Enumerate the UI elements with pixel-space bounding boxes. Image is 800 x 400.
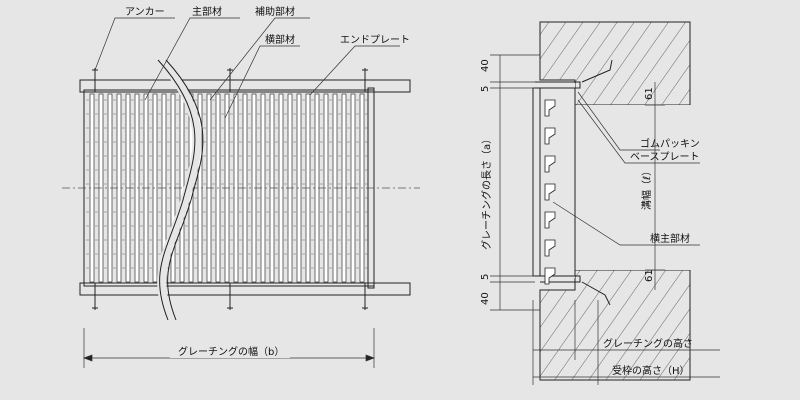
main-bar-label: 主部材 — [192, 5, 222, 18]
aux-bar-label: 補助部材 — [255, 5, 295, 18]
grating-height-label: グレーチングの高さ — [603, 337, 693, 350]
top-frame-rail — [79, 79, 411, 93]
cross-bar-label: 横部材 — [265, 33, 295, 46]
anchor-label: アンカー — [125, 6, 165, 18]
break-line — [156, 56, 202, 322]
dim-bottom-61: 61 — [644, 269, 655, 282]
cross-main-bar-label: 横主部材 — [650, 232, 690, 245]
gutter-dimension — [645, 82, 665, 290]
cross-bars — [86, 99, 372, 269]
base-plate-label: ベースプレート — [630, 151, 700, 163]
end-plate-label: エンドプレート — [340, 34, 410, 46]
cross-main-bar-tooth — [544, 127, 556, 145]
grating-plan-view: アンカー 主部材 補助部材 横部材 エンドプレート グレーチングの幅（b） — [62, 5, 420, 368]
cross-main-bar-tooth — [544, 99, 556, 117]
cross-main-bar-tooth — [544, 239, 556, 257]
length-label: グレーチングの長さ（a） — [480, 134, 493, 250]
gutter-width-label: 溝幅（ℓ） — [640, 166, 653, 210]
dim-top-61: 61 — [644, 87, 655, 100]
dim-bottom-40: 40 — [480, 292, 491, 305]
bottom-frame-rail — [79, 282, 411, 296]
length-dimension — [490, 54, 540, 311]
dim-bottom-5: 5 — [480, 274, 491, 280]
leader-lines — [94, 17, 400, 119]
cross-main-bar-tooth — [544, 183, 556, 201]
cross-main-bar-tooth — [544, 211, 556, 229]
cross-main-bar-teeth — [544, 99, 556, 285]
anchor-bolts — [92, 68, 368, 310]
rubber-packing-label: ゴムパッキン — [640, 137, 700, 150]
width-label: グレーチングの幅（b） — [178, 345, 284, 358]
frame-height-label: 受枠の高さ（H） — [612, 364, 690, 377]
dim-top-5: 5 — [480, 86, 491, 92]
concrete-bottom — [539, 269, 691, 381]
grating-section-view: ゴムパッキン ベースプレート 横主部材 40 5 グレーチングの長さ（a） 5 … — [480, 21, 720, 385]
cross-main-bar-tooth — [544, 155, 556, 173]
cross-main-bar-tooth — [544, 267, 556, 285]
height-dimensions — [532, 300, 720, 385]
dim-top-40: 40 — [480, 59, 491, 72]
